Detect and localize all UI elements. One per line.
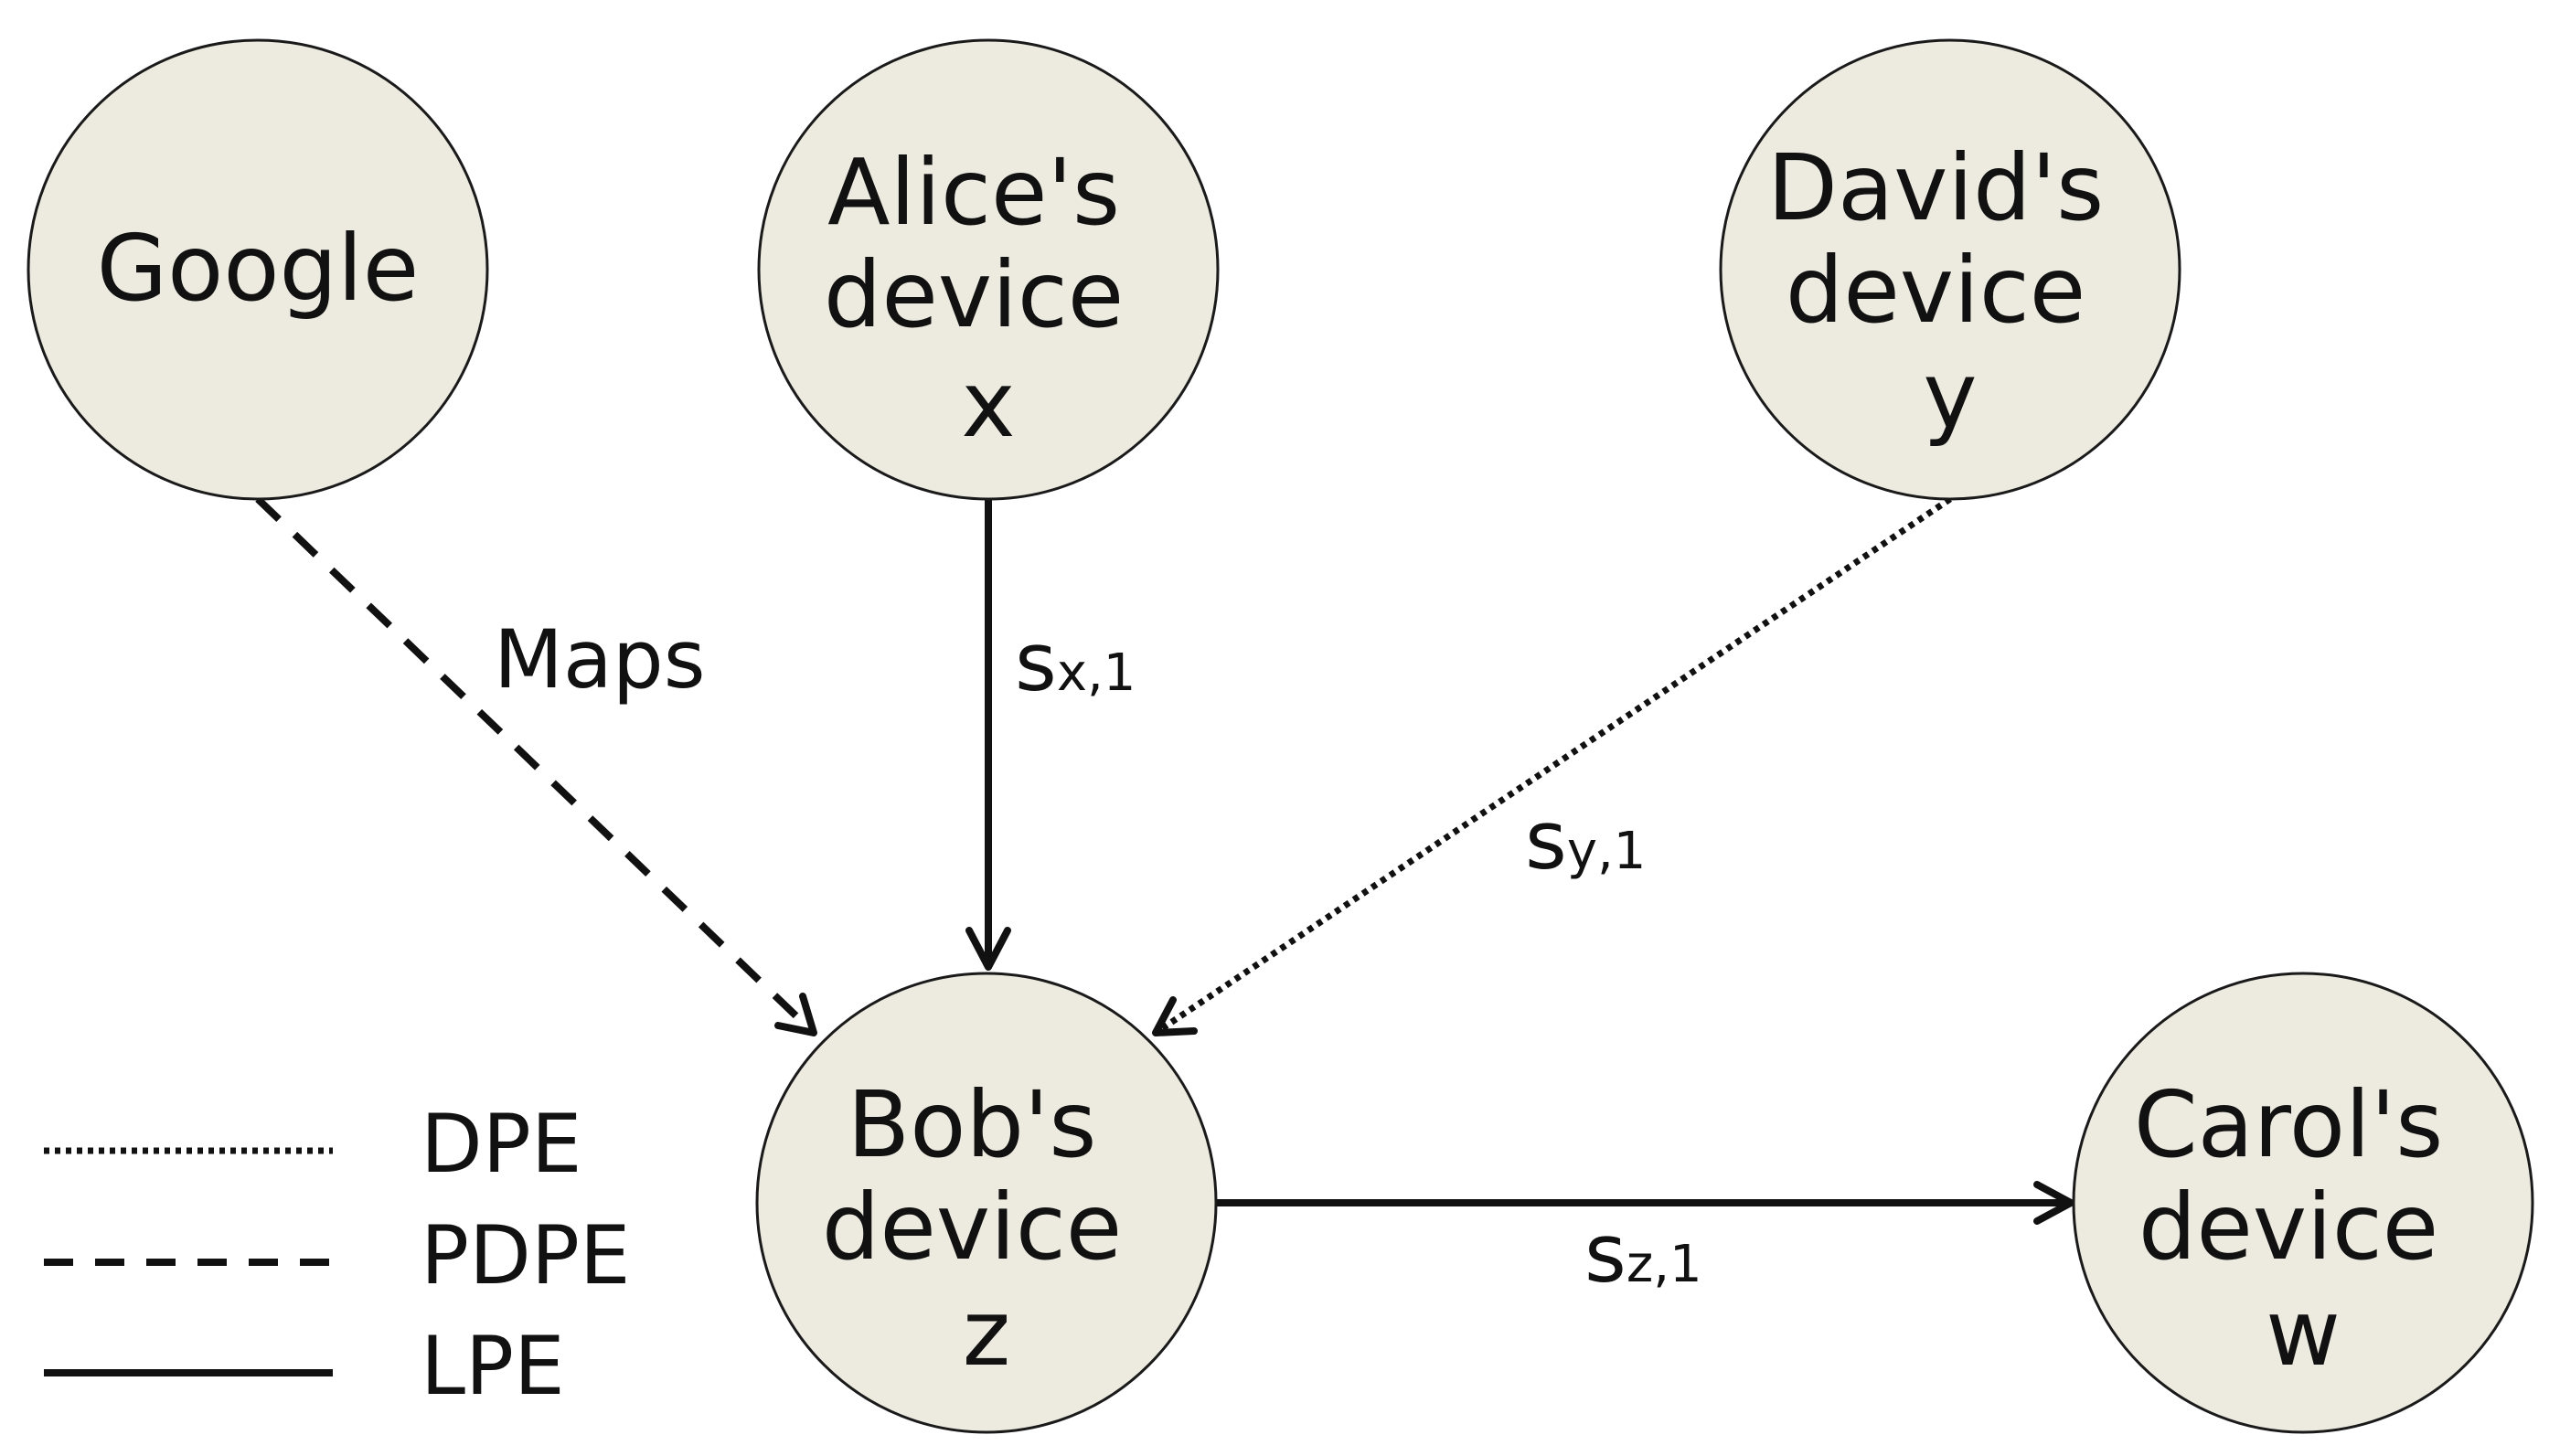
node-david-line-1: David's [1767, 134, 2104, 241]
node-google-line-1: Google [97, 215, 420, 322]
node-google: Google [27, 38, 489, 501]
legend: DPE PDPE LPE [44, 1097, 631, 1413]
edge-label-alice-bob-sub: x,1 [1057, 643, 1136, 703]
edge-labels: Maps sx,1 sy,1 sz,1 [494, 612, 1702, 1301]
svg-text:PDPE: PDPE [421, 1208, 631, 1302]
node-alice-line-1: Alice's [827, 139, 1120, 246]
svg-text:sx,1: sx,1 [1015, 615, 1136, 709]
node-alice-line-3: x [961, 351, 1015, 458]
node-david-line-3: y [1923, 342, 1977, 449]
node-david-line-2: device [1786, 237, 2085, 344]
svg-text:LPE: LPE [421, 1319, 565, 1413]
edge-label-david-bob-sub: y,1 [1567, 822, 1647, 881]
node-alice: Alice's device x [757, 38, 1220, 501]
node-carol-line-1: Carol's [2134, 1071, 2444, 1178]
svg-text:Carol's device: Carol's device w [2134, 1071, 2472, 1387]
edge-david-bob [1154, 496, 1952, 1036]
svg-text:Bob's device z: Bob's device z [822, 1071, 1151, 1387]
edge-label-alice-bob: s [1015, 615, 1057, 709]
edge-label-bob-carol-sub: z,1 [1626, 1235, 1702, 1294]
edge-label-bob-carol: s [1584, 1206, 1626, 1301]
nodes: Google Alice's device x David's device y… [27, 38, 2534, 1434]
edge-label-maps: Maps [494, 612, 706, 707]
node-alice-line-2: device [824, 241, 1124, 348]
arrowhead-alice-bob [965, 927, 1011, 971]
node-bob-line-3: z [963, 1280, 1011, 1387]
svg-text:Maps: Maps [494, 612, 706, 707]
svg-text:David's device: David's device y [1767, 134, 2133, 449]
legend-label-lpe: LPE [421, 1319, 565, 1413]
node-carol-line-3: w [2266, 1280, 2341, 1387]
edge-google-bob [255, 496, 816, 1036]
svg-text:sy,1: sy,1 [1525, 793, 1646, 887]
svg-text:DPE: DPE [421, 1097, 581, 1191]
edges [255, 496, 2074, 1225]
edge-label-david-bob: s [1525, 793, 1567, 887]
legend-label-dpe: DPE [421, 1097, 581, 1191]
arrowhead-david-bob [1152, 996, 1198, 1036]
svg-text:Alice's device: Alice's device x [824, 139, 1153, 458]
arrowhead-google-bob [774, 993, 817, 1036]
svg-text:sz,1: sz,1 [1584, 1206, 1702, 1301]
svg-text:Google: Google [97, 215, 420, 322]
node-bob: Bob's device z [755, 972, 1218, 1434]
legend-label-pdpe: PDPE [421, 1208, 631, 1302]
node-carol: Carol's device w [2072, 972, 2534, 1434]
node-david: David's device y [1719, 38, 2181, 501]
arrowhead-bob-carol [2033, 1181, 2074, 1225]
node-carol-line-2: device [2138, 1174, 2438, 1281]
node-bob-line-2: device [822, 1174, 1122, 1281]
node-bob-line-1: Bob's [848, 1071, 1097, 1178]
